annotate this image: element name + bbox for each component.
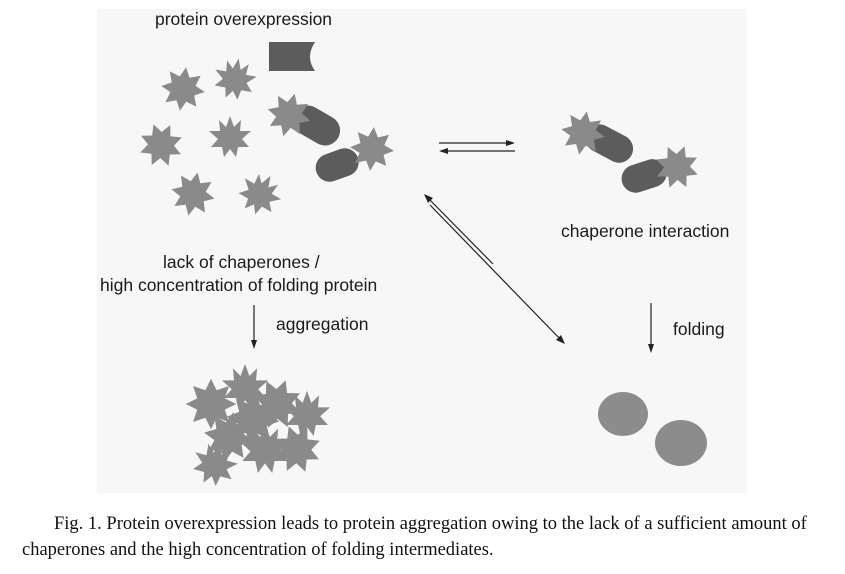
chaperone-cylinder-icon — [292, 105, 341, 146]
folding-arrow — [648, 303, 654, 353]
arrow-icon — [251, 340, 257, 349]
arrow-icon — [429, 204, 564, 343]
caption-text: Fig. 1. Protein overexpression leads to … — [22, 514, 807, 560]
arrow-icon — [556, 335, 565, 344]
chaperone-cylinder-icon — [621, 159, 667, 193]
label-protein-overexpression: protein overexpression — [155, 9, 333, 29]
label-folding: folding — [673, 319, 725, 339]
figure-caption: Fig. 1. Protein overexpression leads to … — [22, 511, 822, 563]
chaperone-complex — [557, 107, 706, 196]
unfolded-proteins — [131, 54, 289, 222]
arrow-icon — [426, 196, 494, 265]
chaperone-cylinder-icon — [269, 42, 315, 71]
folded-protein-icon — [655, 420, 707, 466]
star-protein-icon — [158, 64, 208, 114]
folded-proteins — [598, 392, 707, 466]
figure-panel: protein overexpression chaperone interac… — [97, 9, 747, 493]
label-aggregation: aggregation — [276, 314, 369, 334]
label-lack-line1: lack of chaperones / — [163, 252, 320, 272]
star-protein-icon — [231, 165, 289, 222]
arrow-icon — [424, 194, 433, 203]
chaperones-left — [262, 42, 396, 182]
label-chaperone-interaction: chaperone interaction — [561, 221, 730, 241]
star-protein-icon — [209, 116, 251, 157]
chaperone-cylinder-icon — [315, 148, 359, 182]
protein-aggregate — [185, 363, 331, 490]
equilibrium-arrows — [439, 140, 515, 154]
star-protein-icon — [166, 167, 220, 221]
folded-protein-icon — [598, 392, 648, 436]
star-protein-icon — [210, 54, 260, 103]
label-lack-line2: high concentration of folding protein — [100, 275, 378, 295]
arrow-icon — [648, 344, 654, 353]
arrow-icon — [439, 148, 448, 154]
diagram-canvas — [131, 42, 707, 490]
arrow-icon — [506, 140, 515, 146]
aggregation-arrow — [251, 305, 257, 349]
star-protein-icon — [131, 115, 191, 175]
diagonal-arrows — [424, 194, 565, 344]
